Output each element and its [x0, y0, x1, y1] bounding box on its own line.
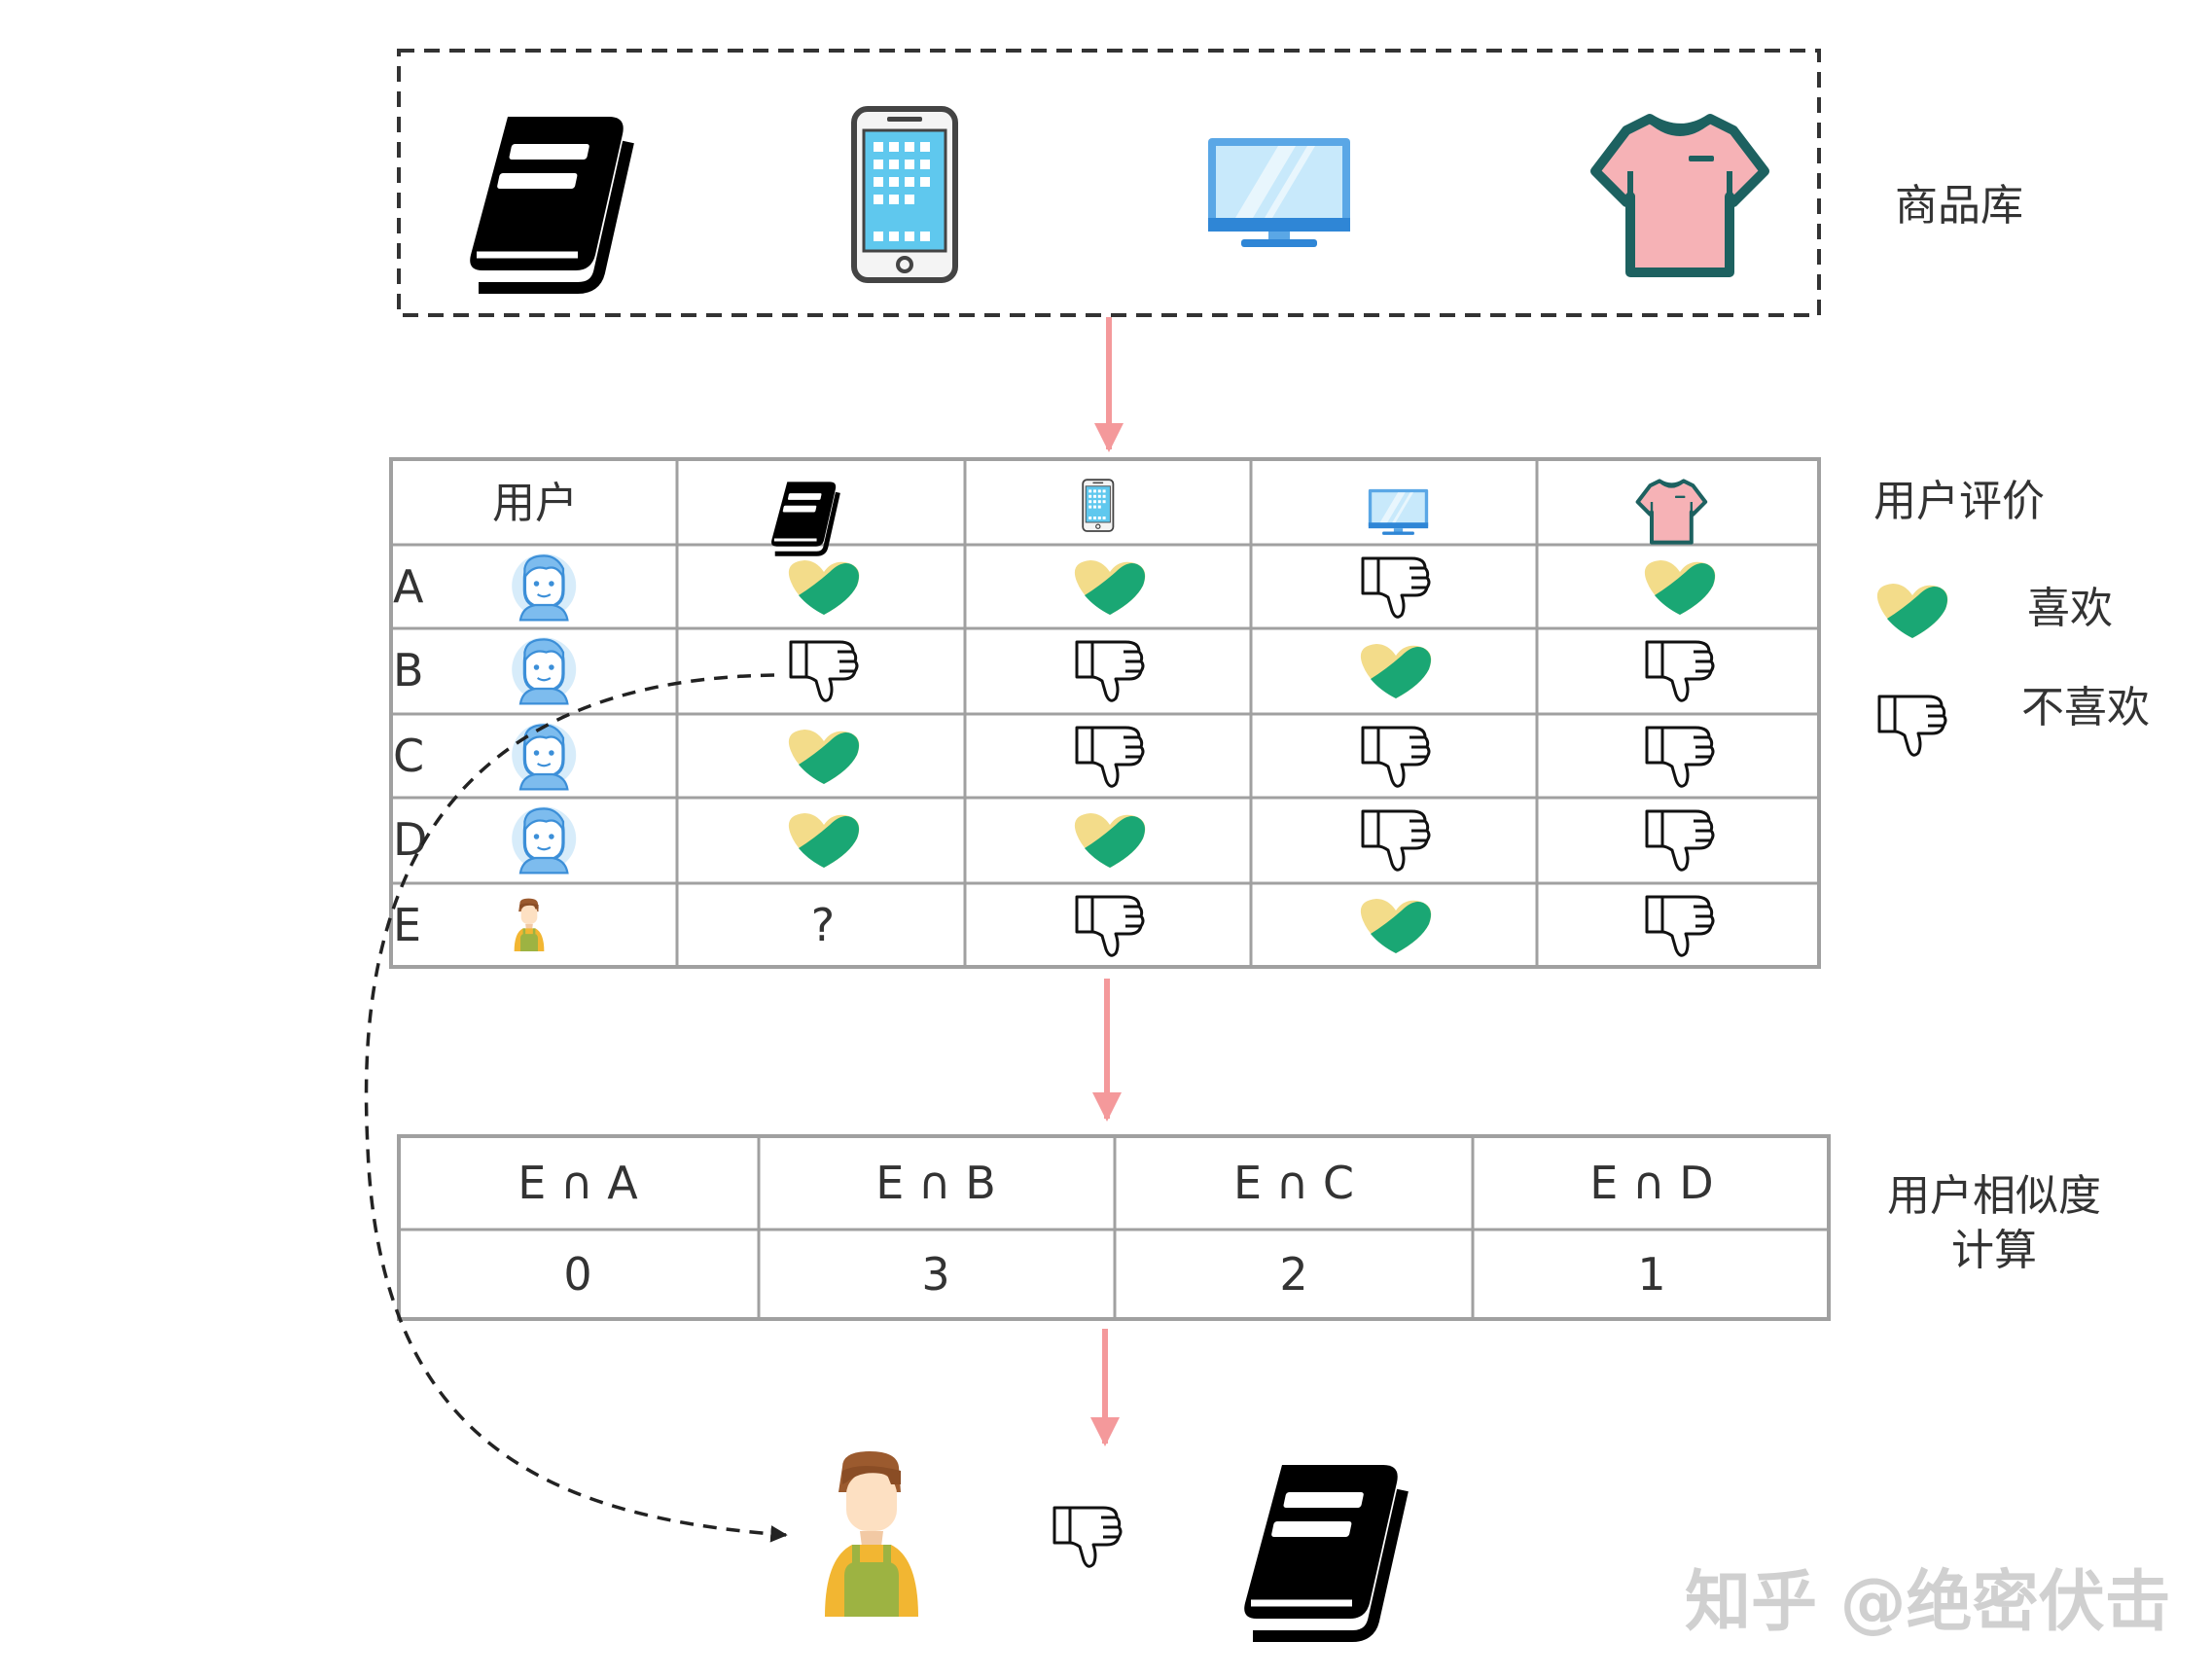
- unknown-rating: ?: [811, 899, 835, 951]
- user-label-c: C: [393, 730, 424, 782]
- legend-dislike-icon: [1877, 695, 1947, 757]
- predicted-dislike-icon: [1052, 1506, 1123, 1568]
- similarity-label-line1: 用户相似度: [1887, 1171, 2101, 1221]
- similarity-header: E ∩ B: [875, 1157, 996, 1209]
- user-label-e: E: [393, 899, 421, 951]
- phone-icon: [854, 109, 955, 280]
- similarity-header: E ∩ A: [517, 1157, 638, 1209]
- legend-dislike-label: 不喜欢: [2021, 683, 2150, 732]
- phone-header-icon: [1082, 479, 1115, 532]
- ratings-label: 用户评价: [1873, 477, 2045, 526]
- monitor-icon: [1208, 138, 1350, 247]
- similarity-label-line2: 计算: [1951, 1226, 2037, 1275]
- dashed-recommend-arrow: [364, 673, 788, 1543]
- similarity-header: E ∩ D: [1589, 1157, 1713, 1209]
- similarity-table: E ∩ A E ∩ B E ∩ C E ∩ D 0 3 2 1: [397, 1134, 1831, 1321]
- shirt-icon: [1595, 119, 1765, 272]
- similarity-value: 3: [921, 1248, 949, 1301]
- user-label-d: D: [393, 813, 427, 866]
- catalog-label: 商品库: [1895, 181, 2023, 231]
- watermark: 知乎 @绝密伏击: [1685, 1564, 2171, 1641]
- legend-like-icon: [1876, 584, 1948, 638]
- target-user-e-avatar: [825, 1451, 918, 1617]
- user-column-header: 用户: [492, 479, 578, 528]
- similarity-value: 1: [1637, 1248, 1665, 1301]
- monitor-header-icon: [1368, 488, 1429, 535]
- similarity-value: 0: [563, 1248, 591, 1301]
- result-book-icon: [1244, 1465, 1403, 1636]
- similarity-header: E ∩ C: [1233, 1157, 1354, 1209]
- book-icon: [470, 117, 628, 288]
- user-label-b: B: [393, 644, 424, 696]
- legend-like-label: 喜欢: [2027, 584, 2113, 633]
- user-label-a: A: [393, 560, 424, 613]
- similarity-value: 2: [1279, 1248, 1307, 1301]
- catalog-box: [397, 49, 1821, 317]
